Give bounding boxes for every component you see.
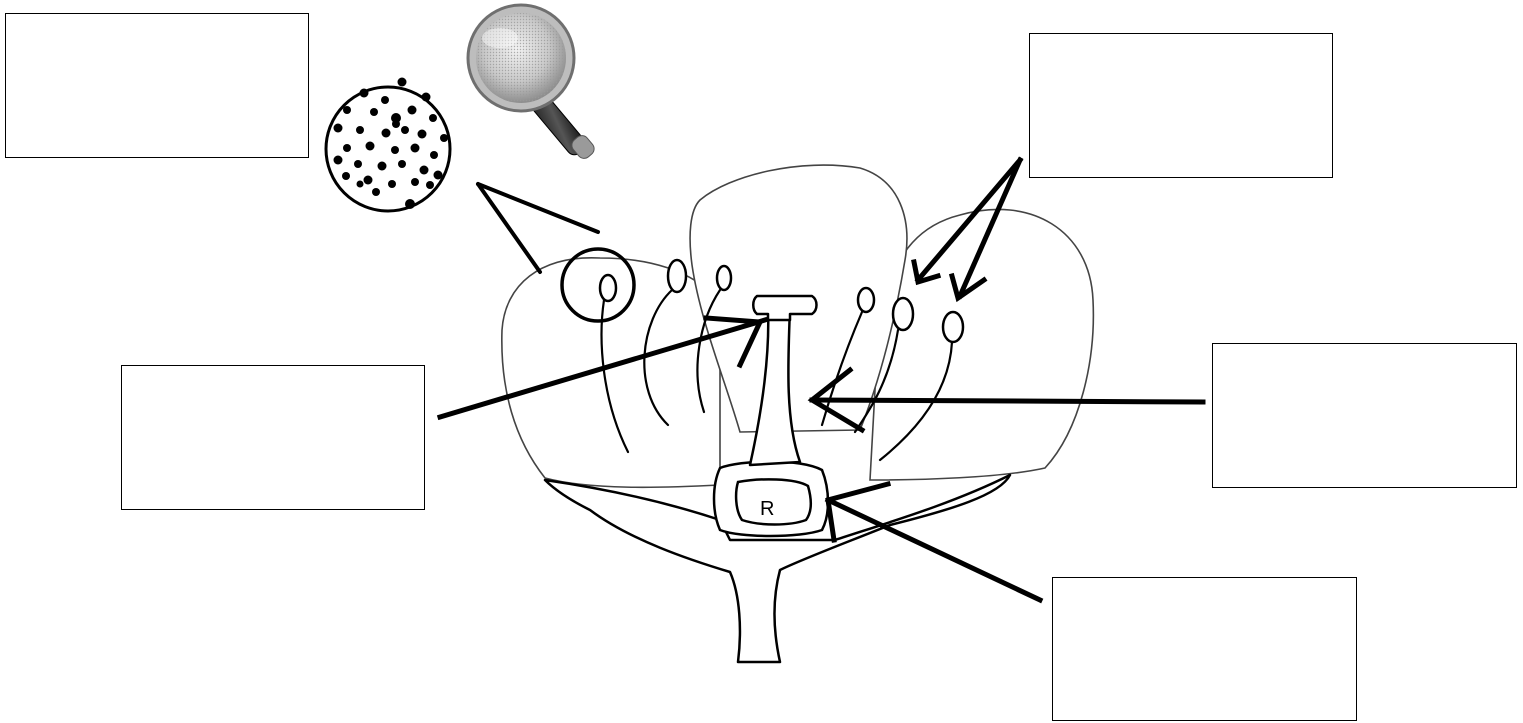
magnifying-glass-icon bbox=[466, 3, 595, 159]
stigma bbox=[752, 294, 818, 322]
filament bbox=[600, 298, 630, 454]
anther-highlight-circle bbox=[560, 247, 636, 323]
magnifier-connector-lines bbox=[476, 182, 600, 274]
anther bbox=[941, 310, 965, 344]
stigma-pointer-line bbox=[436, 316, 769, 421]
label-box-anthers[interactable] bbox=[1029, 33, 1333, 178]
filament bbox=[696, 288, 722, 414]
anther-pointer-line-b bbox=[956, 156, 1024, 300]
anther-pointer-line-a bbox=[914, 156, 1024, 284]
anthers bbox=[598, 258, 965, 344]
anther-arrowhead-a bbox=[911, 259, 942, 286]
anther bbox=[891, 296, 915, 332]
pointer-arrows bbox=[436, 156, 1206, 604]
anther bbox=[715, 264, 733, 292]
petals bbox=[501, 164, 1095, 489]
label-box-style[interactable] bbox=[1212, 343, 1517, 488]
style-pointer-line bbox=[809, 397, 1206, 405]
pollen-magnified-view bbox=[324, 77, 452, 213]
ovary: R bbox=[712, 460, 830, 538]
label-box-pollen[interactable] bbox=[5, 13, 309, 158]
pistil bbox=[748, 294, 818, 467]
stigma-arrowhead bbox=[703, 315, 764, 369]
label-box-ovary[interactable] bbox=[1052, 577, 1357, 721]
ovary-pointer-line bbox=[824, 496, 1044, 604]
ovary-arrowhead bbox=[825, 480, 892, 543]
anther bbox=[666, 258, 688, 294]
filament bbox=[853, 328, 900, 434]
label-box-stigma[interactable] bbox=[121, 365, 425, 510]
filaments bbox=[600, 288, 954, 462]
anther-arrowhead-b bbox=[948, 272, 988, 303]
anther bbox=[598, 273, 618, 303]
anther bbox=[856, 286, 876, 314]
ovary-marking: R bbox=[760, 498, 774, 520]
style bbox=[748, 306, 802, 467]
pollen-grains bbox=[333, 77, 448, 209]
ovary-chamber bbox=[734, 478, 812, 526]
style-arrowhead bbox=[807, 366, 866, 434]
